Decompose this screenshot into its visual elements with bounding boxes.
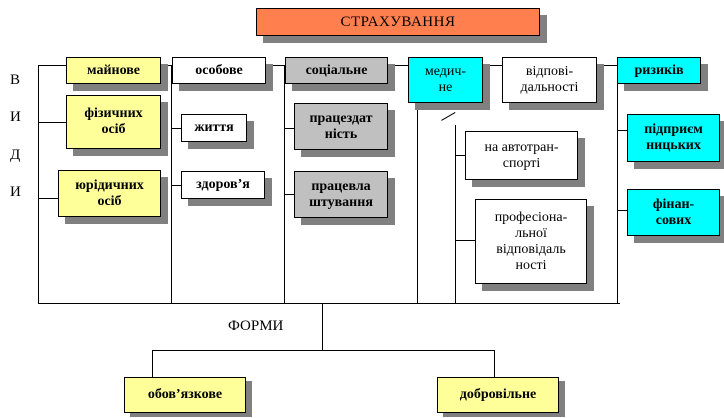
stub-liability-1: [455, 155, 465, 156]
category-risks: ризиків: [617, 57, 701, 84]
stub-personal-2: [171, 185, 181, 186]
frame-right-line: [617, 65, 618, 303]
category-medical: медич- не: [408, 57, 483, 103]
personal-item: здоров’я: [181, 171, 265, 199]
property-item: юрідичних осіб: [58, 170, 161, 217]
liability-item: професіона- льної відповідаль ності: [475, 199, 587, 284]
category-property: майнове: [66, 57, 161, 84]
forms-stem: [322, 303, 323, 351]
risk-item: підприєм ницьких: [627, 114, 720, 162]
form-voluntary: добровільне: [437, 377, 559, 413]
social-item: працездат ність: [294, 103, 388, 150]
side-label-letter: И: [10, 184, 21, 200]
side-label-letter: В: [10, 72, 21, 88]
diagram-title: СТРАХУВАННЯ: [256, 8, 540, 36]
category-liability: відпові- дальності: [502, 57, 597, 103]
stub-personal-1: [171, 128, 181, 129]
frame-left-line: [38, 65, 39, 303]
risk-item: фінан- сових: [627, 189, 720, 236]
stub-social-1: [284, 128, 294, 129]
forms-bar: [152, 350, 495, 351]
divider-2: [284, 65, 285, 303]
divider-1: [171, 65, 172, 303]
stub-risk-2: [617, 210, 627, 211]
forms-left-drop: [152, 350, 153, 377]
forms-label: ФОРМИ: [228, 318, 284, 334]
forms-right-drop: [494, 350, 495, 377]
category-personal: особове: [172, 57, 266, 84]
divider-4-slant: [441, 112, 456, 121]
stub-social-2: [284, 194, 294, 195]
stub-risk-1: [617, 130, 627, 131]
form-mandatory: обов’язкове: [124, 377, 246, 413]
stub-property-1: [38, 122, 66, 123]
liability-item: на автотран- спорті: [465, 131, 578, 180]
stub-liability-2: [455, 240, 475, 241]
side-label-letter: Д: [10, 147, 21, 163]
divider-4: [455, 125, 456, 303]
stub-property-2: [38, 198, 58, 199]
divider-3: [417, 65, 418, 303]
category-social: соціальне: [285, 57, 388, 84]
social-item: працевла штування: [294, 171, 388, 218]
personal-item: життя: [181, 114, 247, 142]
frame-bottom-line: [38, 303, 620, 304]
side-label-letter: И: [10, 109, 21, 125]
property-item: фізичних осіб: [66, 95, 161, 149]
